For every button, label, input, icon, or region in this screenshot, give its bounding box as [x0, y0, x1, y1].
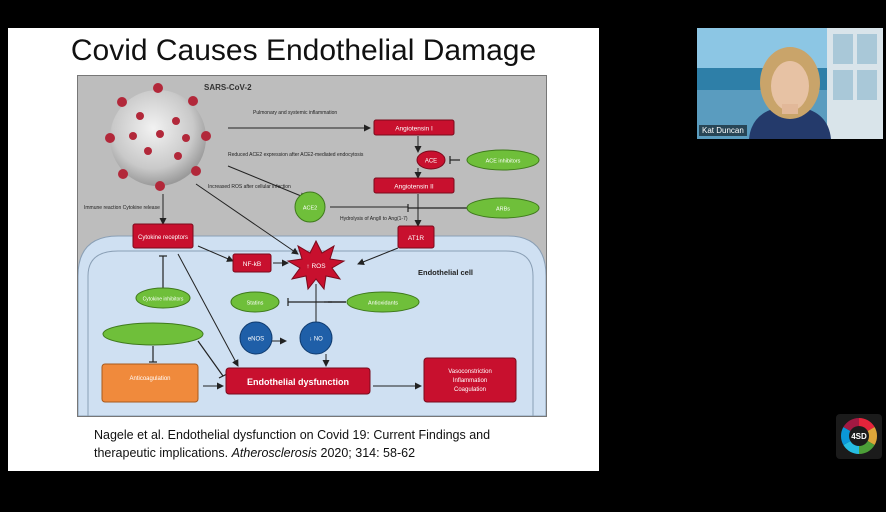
annotation-immune: Immune reaction Cytokine release — [84, 205, 160, 211]
svg-text:Anticoagulation: Anticoagulation — [129, 376, 170, 382]
svg-text:ACE2: ACE2 — [303, 206, 317, 212]
svg-text:Angiotensin II: Angiotensin II — [394, 184, 434, 191]
node-no: ↓ NO — [300, 322, 332, 354]
citation-line-1: Nagele et al. Endothelial dysfunction on… — [94, 426, 574, 444]
speaker-name-label: Kat Duncan — [699, 125, 747, 136]
svg-text:Coagulation: Coagulation — [454, 387, 486, 393]
svg-text:Statins: Statins — [247, 301, 264, 307]
node-green-inhibitor — [103, 323, 203, 345]
logo-text: 4SD — [851, 432, 867, 441]
virus-label: SARS-CoV-2 — [204, 83, 252, 92]
citation-journal: Atherosclerosis — [232, 446, 317, 460]
cell-label: Endothelial cell — [418, 268, 473, 277]
svg-text:Cytokine receptors: Cytokine receptors — [138, 235, 188, 241]
node-anticoagulation: Anticoagulation — [102, 364, 198, 402]
annotation-reduced-ace2: Reduced ACE2 expression after ACE2-media… — [228, 152, 364, 158]
node-arbs: ARBs — [467, 198, 539, 218]
node-antioxidants: Antioxidants — [347, 292, 419, 312]
svg-text:ARBs: ARBs — [496, 207, 510, 213]
node-ace2: ACE2 — [295, 192, 325, 222]
node-angiotensin-i: Angiotensin I — [374, 120, 454, 135]
node-cytokine-inhibitors: Cytokine inhibitors — [136, 288, 190, 308]
node-angiotensin-ii: Angiotensin II — [374, 178, 454, 193]
svg-text:NF-kB: NF-kB — [243, 261, 261, 268]
svg-text:ACE inhibitors: ACE inhibitors — [486, 159, 521, 165]
annotation-pulmonary: Pulmonary and systemic inflammation — [253, 110, 337, 116]
node-ace-inhibitors: ACE inhibitors — [467, 150, 539, 170]
svg-text:Angiotensin I: Angiotensin I — [395, 126, 433, 133]
logo-badge-icon: 4SD — [836, 414, 882, 459]
speaker-video-frame — [697, 28, 883, 139]
svg-text:Vasoconstriction: Vasoconstriction — [448, 369, 492, 375]
svg-text:Endothelial dysfunction: Endothelial dysfunction — [247, 377, 349, 387]
virus-icon — [105, 83, 211, 191]
slide-title: Covid Causes Endothelial Damage — [8, 34, 599, 68]
svg-text:AT1R: AT1R — [408, 235, 424, 242]
participant-video-tile[interactable]: Kat Duncan — [697, 28, 883, 139]
presentation-slide: Covid Causes Endothelial Damage — [8, 28, 599, 471]
node-enos: eNOS — [240, 322, 272, 354]
svg-text:Cytokine inhibitors: Cytokine inhibitors — [143, 297, 184, 303]
citation: Nagele et al. Endothelial dysfunction on… — [94, 426, 574, 462]
svg-text:ACE: ACE — [425, 159, 437, 165]
annotation-hydrolysis: Hydrolysis of AngII to Ang(1-7) — [340, 216, 408, 222]
svg-text:eNOS: eNOS — [248, 337, 264, 343]
node-outcomes: Vasoconstriction Inflammation Coagulatio… — [424, 358, 516, 402]
node-nf-kb: NF-kB — [233, 254, 271, 272]
node-ace: ACE — [417, 151, 445, 169]
node-statins: Statins — [231, 292, 279, 312]
svg-text:Inflammation: Inflammation — [453, 378, 487, 384]
svg-text:Antioxidants: Antioxidants — [368, 301, 398, 307]
node-at1r: AT1R — [398, 226, 434, 248]
pathway-figure: SARS-CoV-2 Pulmonary and systemic inflam… — [77, 75, 547, 417]
node-cytokine-receptors: Cytokine receptors — [133, 224, 193, 248]
svg-text:↓ NO: ↓ NO — [309, 337, 323, 343]
pathway-diagram: SARS-CoV-2 Pulmonary and systemic inflam… — [78, 76, 546, 416]
node-endothelial-dysfunction: Endothelial dysfunction — [226, 368, 370, 394]
svg-text:↑ ROS: ↑ ROS — [306, 263, 326, 270]
citation-line-2: therapeutic implications. Atherosclerosi… — [94, 444, 574, 462]
